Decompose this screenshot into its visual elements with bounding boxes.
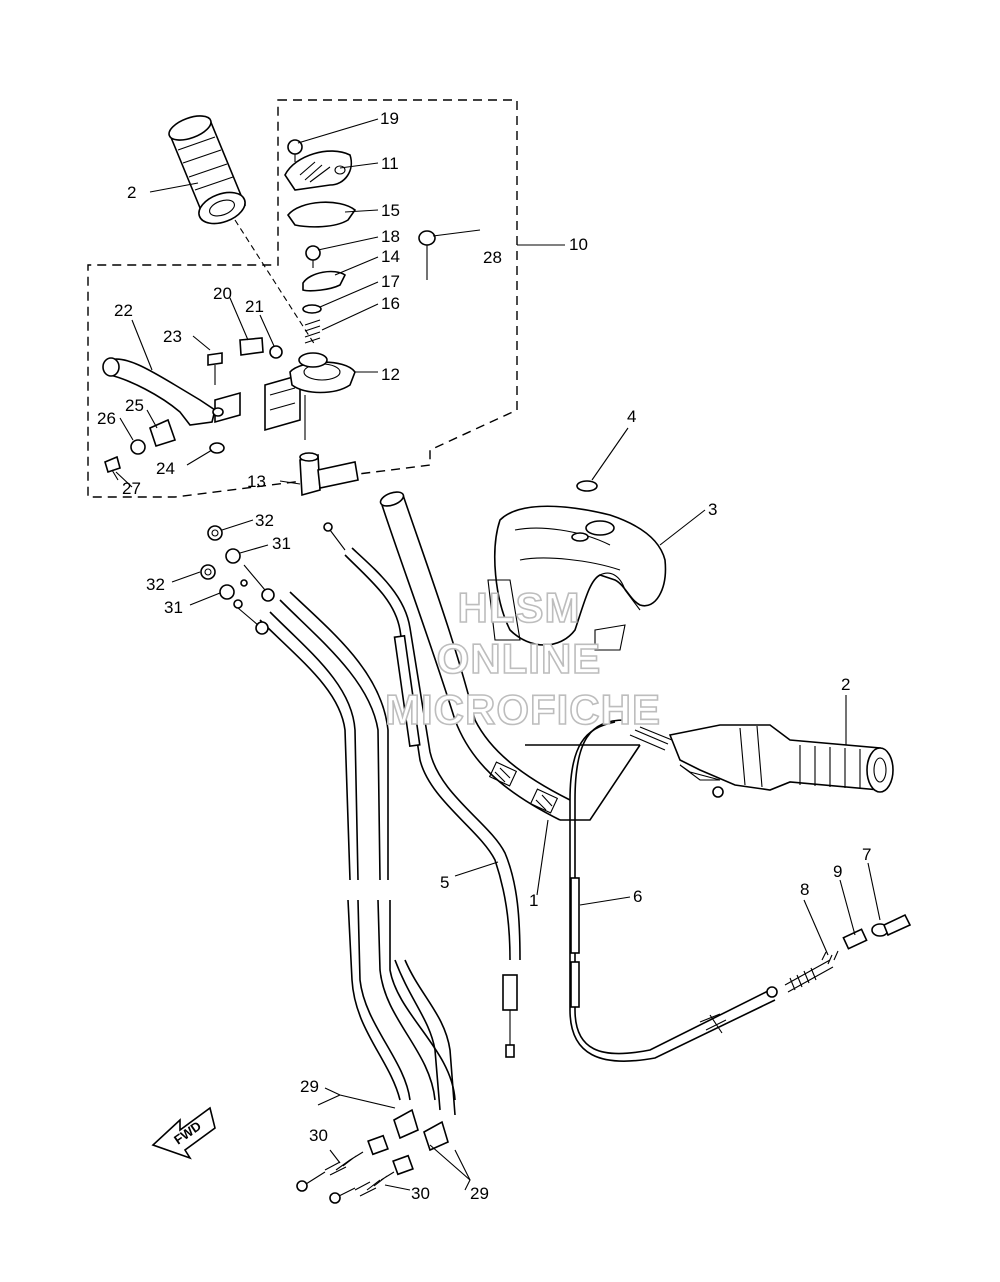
callout-11: 11 — [381, 154, 399, 173]
callout-10: 10 — [569, 235, 588, 254]
callout-25: 25 — [125, 396, 144, 415]
callout-3: 3 — [708, 500, 717, 519]
cable-fittings — [200, 525, 275, 635]
cap — [576, 480, 598, 492]
callout-30-left: 30 — [309, 1126, 328, 1145]
callout-19: 19 — [380, 109, 399, 128]
callout-32-bottom: 32 — [146, 575, 165, 594]
callout-4: 4 — [627, 407, 636, 426]
callout-5: 5 — [440, 873, 449, 892]
handlebar-cover — [487, 505, 667, 651]
grip-right — [668, 724, 894, 798]
callout-31-bottom: 31 — [164, 598, 183, 617]
callout-6: 6 — [633, 887, 642, 906]
callout-7: 7 — [862, 845, 871, 864]
callout-29-left: 29 — [300, 1077, 319, 1096]
watermark-line-1: HLSM — [458, 584, 581, 631]
callout-15: 15 — [381, 201, 400, 220]
lever-assembly — [102, 337, 359, 497]
callout-12: 12 — [381, 365, 400, 384]
callout-1: 1 — [529, 891, 538, 910]
callout-2-grip-right: 2 — [841, 675, 850, 694]
callout-27: 27 — [122, 479, 141, 498]
spring — [821, 950, 839, 965]
cable-pair — [259, 591, 456, 1176]
callout-29-right: 29 — [470, 1184, 489, 1203]
callout-21: 21 — [245, 297, 264, 316]
leader-lines — [115, 118, 881, 1191]
callout-22: 22 — [114, 301, 133, 320]
callout-8: 8 — [800, 880, 809, 899]
cable-springs — [296, 1151, 395, 1204]
callout-2-grip-left: 2 — [127, 183, 136, 202]
grip-left — [168, 115, 316, 346]
callout-30-right: 30 — [411, 1184, 430, 1203]
callout-16: 16 — [381, 294, 400, 313]
callout-23: 23 — [163, 327, 182, 346]
brake-cable — [323, 522, 521, 1058]
callout-31-top: 31 — [272, 534, 291, 553]
callout-28: 28 — [483, 248, 502, 267]
callout-13: 13 — [247, 472, 266, 491]
watermark-line-2: ONLINE — [437, 635, 602, 682]
callout-14: 14 — [381, 247, 400, 266]
fwd-arrow: FWD — [151, 1106, 216, 1160]
callout-20: 20 — [213, 284, 232, 303]
watermark: HLSM ONLINE MICROFICHE — [384, 583, 661, 734]
callout-9: 9 — [833, 862, 842, 881]
plug — [871, 913, 912, 937]
callout-17: 17 — [381, 272, 400, 291]
callout-24: 24 — [156, 459, 175, 478]
switch-parts — [284, 139, 436, 344]
callout-18: 18 — [381, 227, 400, 246]
watermark-line-3: MICROFICHE — [385, 686, 661, 733]
callout-32-top: 32 — [255, 511, 274, 530]
callouts: 2 19 11 15 18 14 17 16 12 28 10 20 21 22… — [97, 109, 871, 1203]
callout-26: 26 — [97, 409, 116, 428]
throttle-cable — [569, 719, 834, 1062]
adjuster — [842, 928, 868, 950]
